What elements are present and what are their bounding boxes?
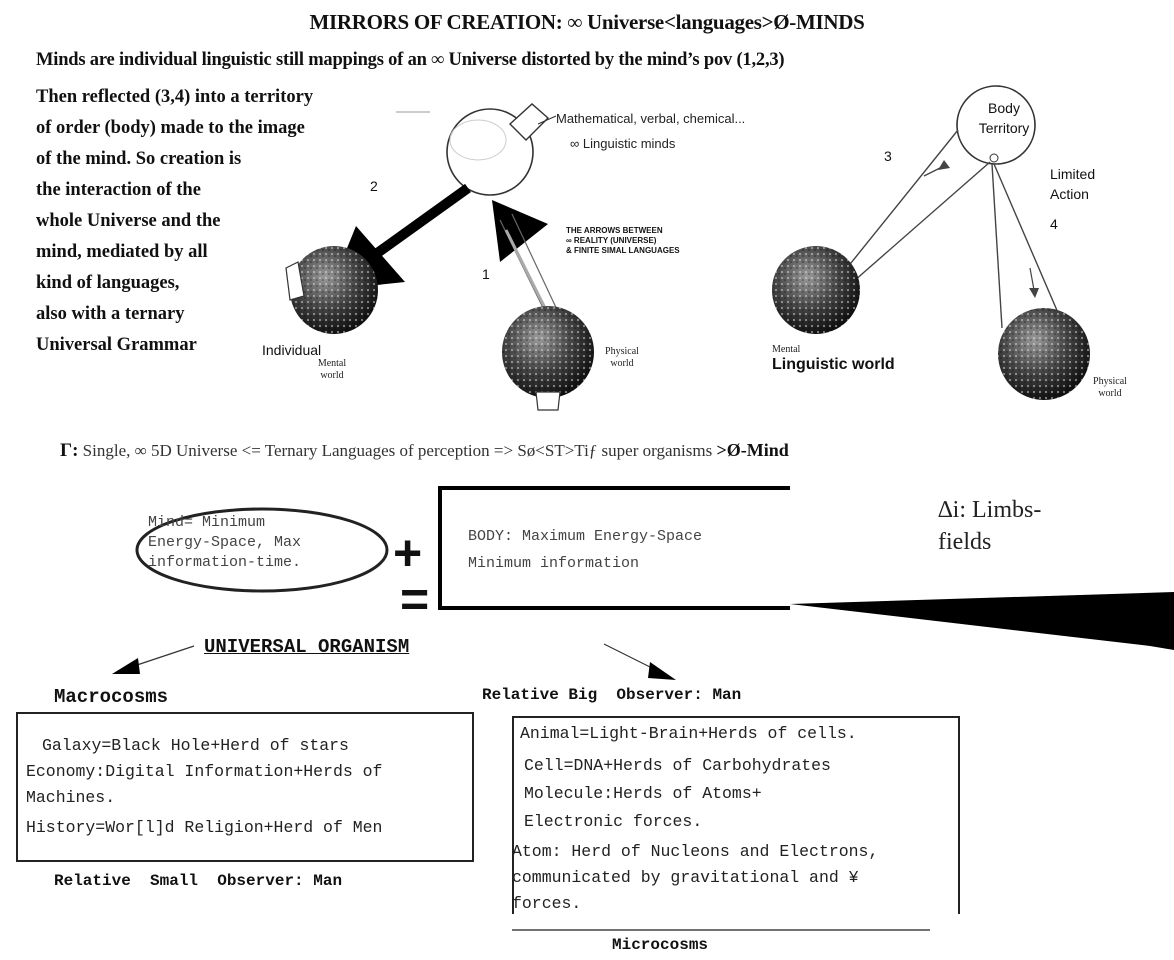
mental-world-label-line: Mental	[317, 358, 347, 369]
page-title: MIRRORS OF CREATION: ∞ Universe<language…	[309, 10, 865, 34]
step-number-2: 2	[370, 178, 378, 194]
universal-organism-heading: UNIVERSAL ORGANISM	[204, 636, 410, 658]
intro-line: of order (body) made to the image	[36, 118, 305, 138]
gamma-statement: Γ: Single, ∞ 5D Universe <= Ternary Lang…	[60, 440, 1170, 462]
macro-line: Economy:Digital Information+Herds of	[26, 762, 383, 781]
mind-lens	[396, 103, 557, 196]
intro-line: also with a ternary	[36, 304, 185, 324]
intro-line: mind, mediated by all	[36, 242, 208, 262]
physical-world-label: Physical world	[592, 346, 652, 370]
step-number-1: 1	[482, 266, 490, 282]
arrow-to-micro	[603, 643, 676, 680]
body-territory-circle	[956, 85, 1036, 165]
delta-line: ∆i: Limbs-	[938, 497, 1042, 523]
equals-sign: =	[400, 571, 430, 627]
mental-world-globe-right	[772, 246, 860, 334]
micro-line: Molecule:Herds of Atoms+	[524, 784, 762, 803]
linguistic-minds-label: ∞ Linguistic minds	[570, 136, 676, 151]
microcosms-box: Animal=Light-Brain+Herds of cells. Cell=…	[512, 716, 960, 914]
delta-limbs-fields: ∆i: Limbs- fields	[938, 494, 1041, 558]
macro-line: Machines.	[26, 788, 116, 807]
plus-sign: +	[393, 525, 423, 581]
intro-line: of the mind. So creation is	[36, 149, 242, 169]
body-territory-line: Body	[988, 100, 1020, 116]
micro-line: communicated by gravitational and ¥	[512, 868, 859, 887]
arrow-to-macro	[112, 645, 195, 674]
body-territory-line: Territory	[978, 120, 1030, 136]
mind-ellipse	[135, 507, 389, 593]
gamma-bold-tail: >Ø-Mind	[716, 440, 789, 460]
right-mental-label: Mental	[772, 344, 801, 355]
micro-header: Relative Big Observer: Man	[482, 686, 742, 704]
micro-line: Atom: Herd of Nucleons and Electrons,	[512, 842, 879, 861]
mental-world-label: Mental world	[302, 358, 362, 382]
mind-definition: Mind= Minimum Energy-Space, Max informat…	[148, 513, 378, 573]
intro-line: Universal Grammar	[36, 335, 197, 355]
mental-world-label-line: world	[320, 370, 344, 381]
physical-world-globe-left	[502, 306, 594, 411]
macrocosms-box: Galaxy=Black Hole+Herd of stars Economy:…	[16, 712, 474, 862]
body-definition-line: Minimum information	[468, 555, 640, 572]
body-definition-line: BODY: Maximum Energy-Space	[468, 528, 703, 545]
physical-world-globe-right	[998, 308, 1090, 400]
beams-right	[825, 129, 1069, 337]
physical-world-label-line: Physical	[605, 346, 639, 357]
limited-action-line: Limited	[1050, 166, 1096, 182]
micro-line: Electronic forces.	[524, 812, 703, 831]
micro-line: Cell=DNA+Herds of Carbohydrates	[524, 756, 831, 775]
macro-line: History=Wor[l]d Religion+Herd of Men	[26, 818, 383, 837]
arrows-note-line: & FINITE SIMAL LANGUAGES	[566, 246, 680, 255]
macro-caption: Relative Small Observer: Man	[54, 872, 343, 890]
intro-line: kind of languages,	[36, 273, 180, 293]
intro-line: Then reflected (3,4) into a territory	[36, 87, 314, 107]
physical-world-label-line: world	[610, 358, 634, 369]
arrows-note: THE ARROWS BETWEEN ∞ REALITY (UNIVERSE) …	[566, 226, 680, 256]
intro-line: whole Universe and the	[36, 211, 221, 231]
macrocosms-title: Macrocosms	[54, 686, 169, 708]
gamma-symbol: Γ:	[60, 440, 79, 461]
wedge-shape	[790, 592, 1174, 650]
gamma-text: Single, ∞ 5D Universe <= Ternary Languag…	[78, 441, 717, 460]
step-number-3: 3	[884, 148, 892, 164]
body-definition: BODY: Maximum Energy-Space Minimum infor…	[468, 523, 798, 577]
macro-line: Galaxy=Black Hole+Herd of stars	[42, 736, 349, 755]
micro-line: Animal=Light-Brain+Herds of cells.	[520, 724, 857, 743]
intro-line: the interaction of the	[36, 180, 201, 200]
mental-world-globe	[285, 246, 378, 334]
right-physical-label: Physical world	[1080, 376, 1140, 400]
individual-label: Individual	[262, 342, 322, 358]
body-territory-label: Body Territory	[964, 98, 1044, 138]
right-physical-label-line: Physical	[1093, 376, 1127, 387]
minds-label: Mathematical, verbal, chemical...	[556, 111, 746, 126]
delta-line: fields	[938, 529, 992, 555]
limited-action-label: Limited Action	[1050, 164, 1095, 204]
microcosms-title: Microcosms	[612, 936, 709, 954]
right-physical-label-line: world	[1098, 388, 1122, 399]
mind-definition-line: Mind= Minimum	[148, 514, 266, 531]
micro-line: forces.	[512, 894, 582, 913]
arrows-note-line: THE ARROWS BETWEEN	[566, 226, 663, 235]
intro-paragraph: Then reflected (3,4) into a territory of…	[36, 82, 336, 361]
limited-action-line: Action	[1050, 186, 1089, 202]
mind-definition-line: Energy-Space, Max	[148, 534, 302, 551]
beam-to-physical	[499, 213, 561, 319]
arrows-note-line: ∞ REALITY (UNIVERSE)	[566, 236, 657, 245]
step-number-4: 4	[1050, 216, 1058, 232]
body-bracket	[438, 486, 790, 610]
linguistic-world-label: Linguistic world	[772, 356, 895, 373]
subtitle: Minds are individual linguistic still ma…	[36, 50, 785, 70]
mind-definition-line: information-time.	[148, 554, 302, 571]
